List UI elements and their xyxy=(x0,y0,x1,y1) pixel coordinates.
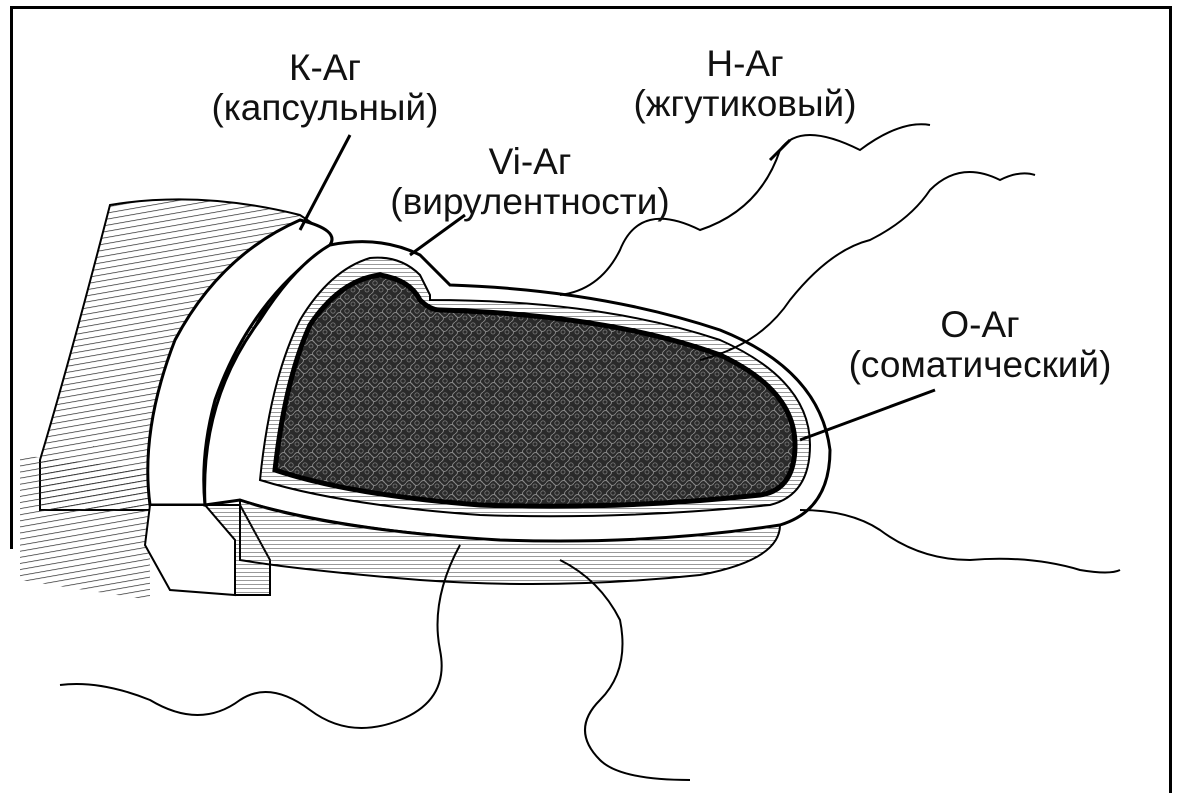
label-k-antigen: К-Аг (капсульный) xyxy=(170,48,480,128)
label-vi-antigen-desc: (вирулентности) xyxy=(340,182,720,222)
label-vi-antigen-name: Vi-Аг xyxy=(340,142,720,182)
label-h-antigen-desc: (жгутиковый) xyxy=(595,84,895,124)
label-h-antigen-name: Н-Аг xyxy=(595,44,895,84)
label-k-antigen-desc: (капсульный) xyxy=(170,88,480,128)
label-o-antigen: О-Аг (соматический) xyxy=(810,305,1150,385)
label-vi-antigen: Vi-Аг (вирулентности) xyxy=(340,142,720,222)
label-o-antigen-desc: (соматический) xyxy=(810,345,1150,385)
label-h-antigen: Н-Аг (жгутиковый) xyxy=(595,44,895,124)
label-k-antigen-name: К-Аг xyxy=(170,48,480,88)
label-o-antigen-name: О-Аг xyxy=(810,305,1150,345)
